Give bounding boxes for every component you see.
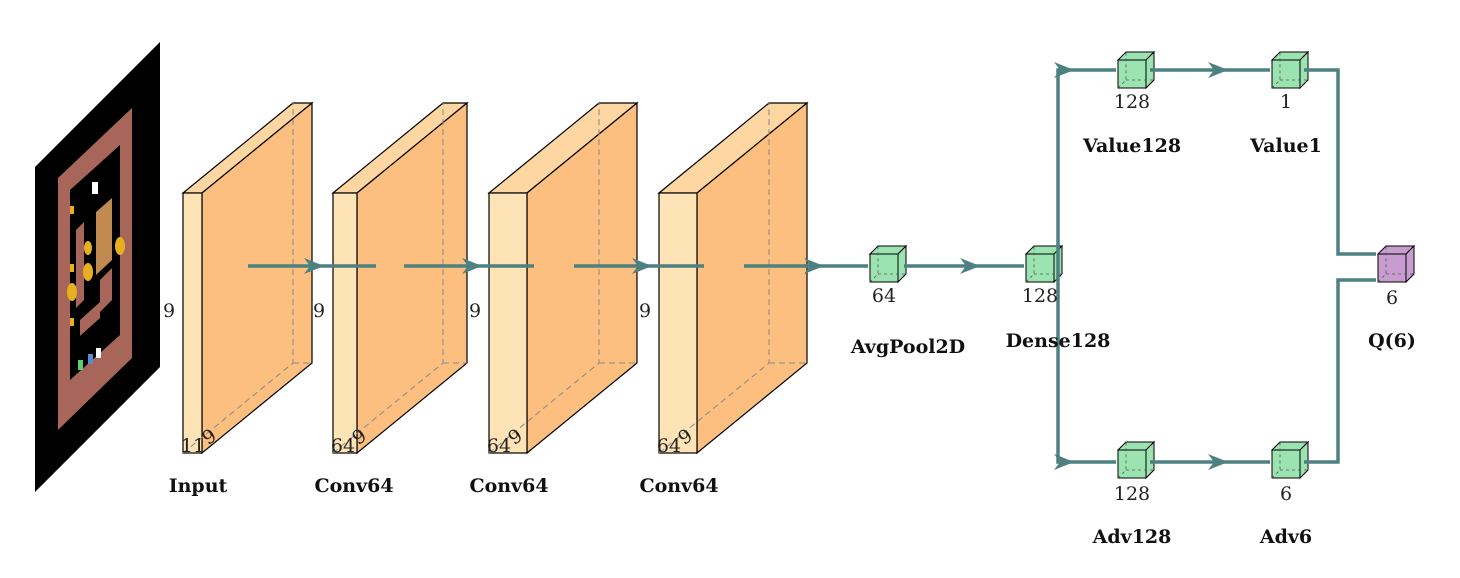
node-name-label: Adv6 <box>1259 526 1312 548</box>
node-size-label: 6 <box>1386 287 1398 309</box>
edge-dense-adv-branch <box>1054 266 1074 470</box>
node-size-label: 128 <box>1114 91 1150 113</box>
layer-side-face <box>356 101 468 455</box>
edge-dense-value-branch <box>1054 62 1074 266</box>
cube-front-face <box>1117 59 1147 89</box>
cube-front-face <box>869 253 899 283</box>
layer-block-conv2 <box>487 101 639 455</box>
node-name-label: AvgPool2D <box>850 336 965 358</box>
layer-width-label: 64 <box>657 435 681 457</box>
node-cube-avgpool <box>868 244 908 284</box>
cube-front-face <box>1025 253 1055 283</box>
layer-front-face <box>182 192 203 454</box>
node-size-label: 64 <box>872 285 896 307</box>
layer-side-face <box>201 101 313 455</box>
layer-name-label: Conv64 <box>639 475 718 497</box>
layer-front-face <box>658 192 698 454</box>
layer-front-face <box>332 192 358 454</box>
node-size-label: 128 <box>1114 483 1150 505</box>
node-cube-value1 <box>1270 50 1310 90</box>
layer-width-label: 64 <box>331 435 355 457</box>
node-name-label: Value128 <box>1082 135 1181 157</box>
layer-height-label: 9 <box>469 300 481 322</box>
node-name-label: Q(6) <box>1368 330 1416 352</box>
node-cube-value128 <box>1116 50 1156 90</box>
node-cube-q <box>1376 244 1416 284</box>
edge-adv-to-q <box>1304 278 1376 464</box>
layer-block-conv1 <box>331 101 469 455</box>
layer-width-label: 64 <box>487 435 511 457</box>
layer-width-label: 11 <box>181 435 205 457</box>
layer-height-label: 9 <box>163 300 175 322</box>
cube-front-face <box>1271 449 1301 479</box>
node-size-label: 6 <box>1280 483 1292 505</box>
edge-value-to-q <box>1304 68 1376 256</box>
layer-front-face <box>488 192 528 454</box>
cube-front-face <box>1377 253 1407 283</box>
layer-block-input <box>181 101 314 455</box>
sokoban-game-board-icon <box>35 42 160 492</box>
layer-name-label: Conv64 <box>469 475 548 497</box>
node-size-label: 1 <box>1280 91 1292 113</box>
cube-front-face <box>1271 59 1301 89</box>
layer-name-label: Input <box>169 475 228 497</box>
layer-height-label: 9 <box>639 300 651 322</box>
node-cube-adv128 <box>1116 440 1156 480</box>
node-name-label: Value1 <box>1249 135 1322 157</box>
node-name-label: Adv128 <box>1092 526 1172 548</box>
layer-block-conv3 <box>657 101 809 455</box>
layer-height-label: 9 <box>313 300 325 322</box>
node-size-label: 128 <box>1022 285 1058 307</box>
node-name-label: Dense128 <box>1006 330 1111 352</box>
node-cube-adv6 <box>1270 440 1310 480</box>
cube-front-face <box>1117 449 1147 479</box>
layer-name-label: Conv64 <box>314 475 393 497</box>
